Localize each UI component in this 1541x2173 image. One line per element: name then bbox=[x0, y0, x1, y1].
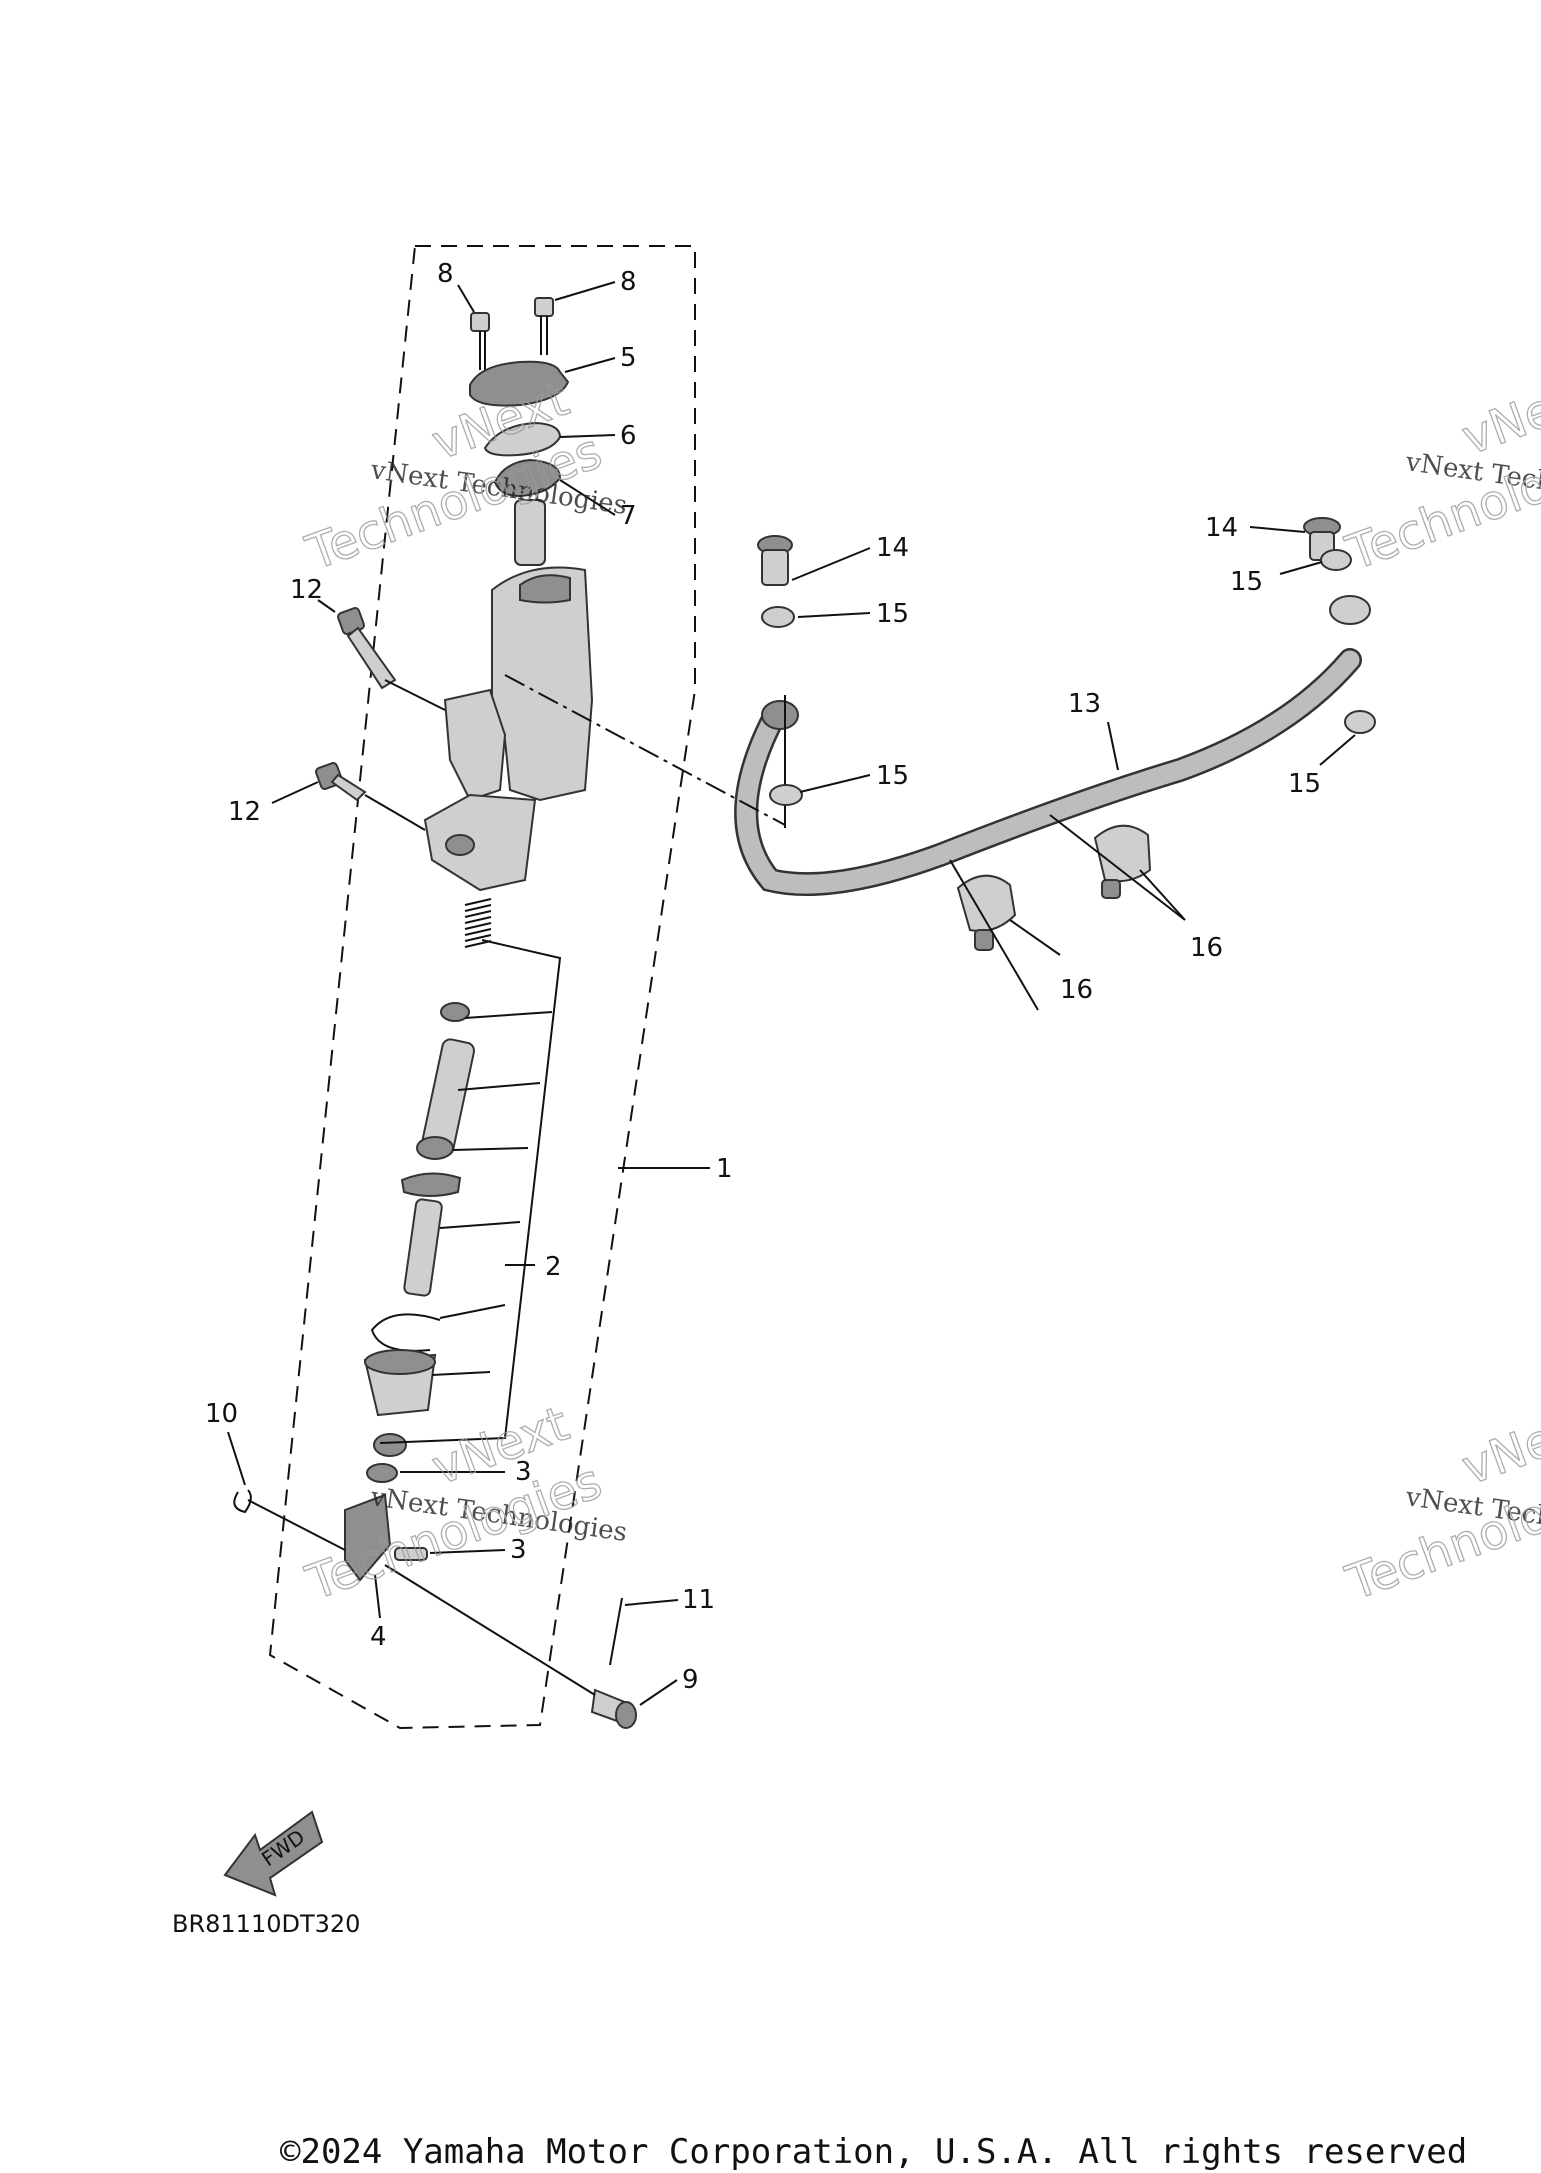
callout-14-right: 14 bbox=[1205, 513, 1238, 543]
callout-3-lower: 3 bbox=[510, 1535, 527, 1565]
callout-4: 4 bbox=[370, 1622, 387, 1652]
callout-12-upper: 12 bbox=[290, 575, 323, 605]
callout-14-left: 14 bbox=[876, 533, 909, 563]
callout-8-right: 8 bbox=[620, 267, 637, 297]
callout-7: 7 bbox=[620, 501, 637, 531]
leader-lines bbox=[227, 281, 1356, 1706]
washer-15-c bbox=[1320, 549, 1352, 571]
hose-clamp-16-right bbox=[1093, 824, 1152, 899]
watermark-top-right: vNext Technologies vNext Technologies bbox=[1338, 365, 1541, 582]
reservoir-neck bbox=[514, 499, 546, 566]
watermark-bottom-right: vNext Technologies vNext Technologies bbox=[1338, 1395, 1541, 1612]
banjo-bolt-14-left bbox=[757, 535, 793, 586]
brake-hose-13 bbox=[734, 595, 1371, 897]
diaphragm-7 bbox=[493, 458, 562, 498]
svg-text:vNext: vNext bbox=[1455, 1396, 1541, 1497]
callout-15-d: 15 bbox=[1288, 769, 1321, 799]
watermark-top-left: vNext Technologies vNext Technologies bbox=[298, 370, 629, 582]
washer-15-a bbox=[761, 606, 795, 628]
callout-16-left: 16 bbox=[1060, 975, 1093, 1005]
callout-12-lower: 12 bbox=[228, 797, 261, 827]
assembly-boundary bbox=[268, 245, 696, 1730]
master-cylinder-body bbox=[423, 566, 594, 892]
callout-6: 6 bbox=[620, 421, 637, 451]
reservoir-cap-5 bbox=[469, 360, 570, 407]
callout-1: 1 bbox=[716, 1154, 733, 1184]
washer-15-d bbox=[1344, 710, 1376, 734]
callout-3-upper: 3 bbox=[515, 1457, 532, 1487]
copyright-notice: ©2024 Yamaha Motor Corporation, U.S.A. A… bbox=[280, 2132, 1468, 2172]
bolt-8-right bbox=[534, 297, 554, 355]
forward-arrow: FWD bbox=[223, 1810, 324, 1897]
callout-8-left: 8 bbox=[437, 259, 454, 289]
callout-15-c: 15 bbox=[1230, 567, 1263, 597]
callout-numbers: 8 8 5 6 7 12 12 1 2 10 3 3 4 11 9 14 14 … bbox=[205, 259, 1321, 1695]
watermark-bottom-left: vNext Technologies vNext Technologies bbox=[298, 1395, 629, 1612]
callout-16-right: 16 bbox=[1190, 933, 1223, 963]
callout-15-b: 15 bbox=[876, 761, 909, 791]
svg-text:vNext: vNext bbox=[1455, 366, 1541, 467]
diagram-code: BR81110DT320 bbox=[172, 1910, 360, 1938]
callout-15-a: 15 bbox=[876, 599, 909, 629]
piston-kit-2 bbox=[363, 898, 492, 1483]
callout-10: 10 bbox=[205, 1399, 238, 1429]
hose-clamp-16-left bbox=[956, 874, 1017, 951]
callout-9: 9 bbox=[682, 1665, 699, 1695]
clip-10 bbox=[233, 1489, 252, 1514]
callout-2: 2 bbox=[545, 1252, 562, 1282]
callout-13: 13 bbox=[1068, 689, 1101, 719]
clevis-4 bbox=[344, 1493, 428, 1582]
bolt-8-left bbox=[470, 312, 490, 370]
washer-15-b bbox=[769, 784, 803, 806]
callout-5: 5 bbox=[620, 343, 637, 373]
bolt-12-upper bbox=[337, 607, 397, 690]
callout-11: 11 bbox=[682, 1585, 715, 1615]
part-2-leader-bracket bbox=[379, 939, 562, 1444]
pin-9 bbox=[590, 1688, 637, 1729]
bolt-12-lower bbox=[315, 762, 367, 802]
cotter-pin-11 bbox=[609, 1597, 623, 1666]
